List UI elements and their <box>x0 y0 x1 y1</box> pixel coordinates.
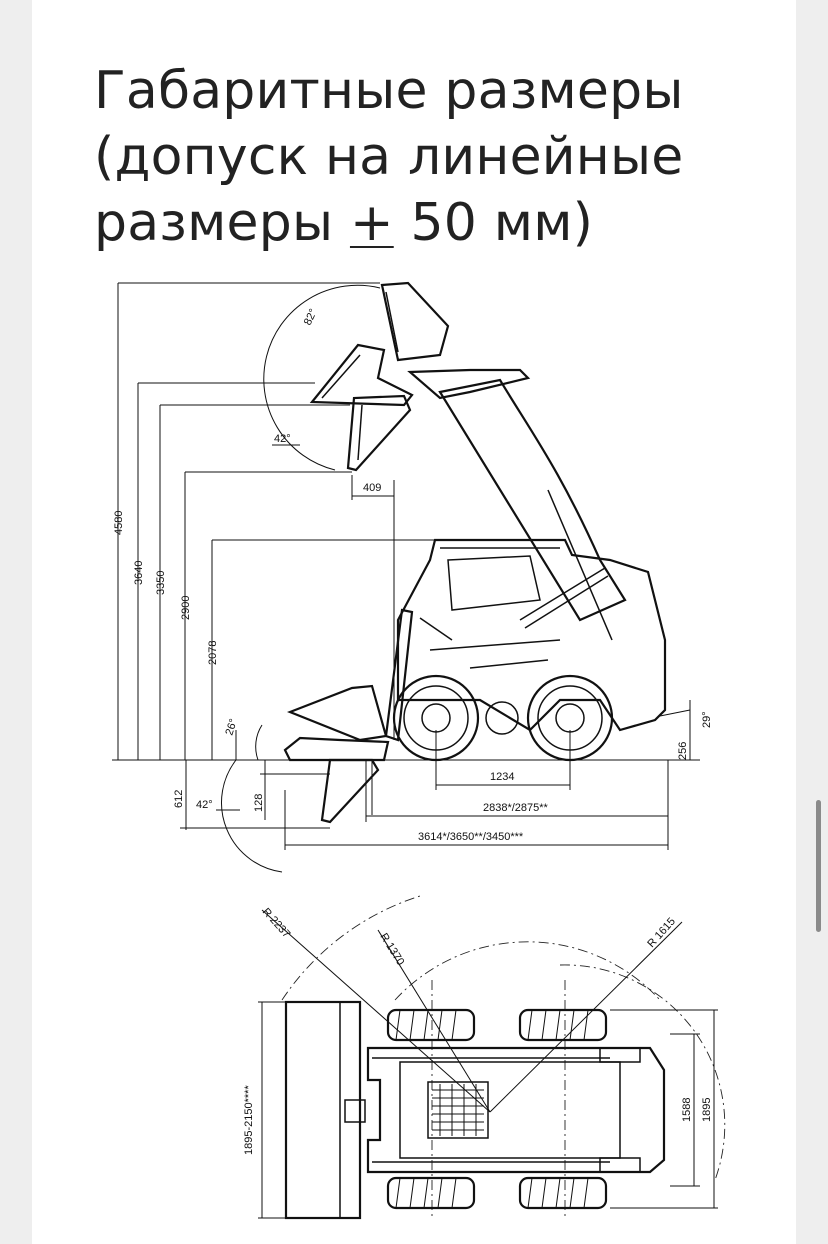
body-top <box>366 1046 666 1174</box>
title-line-1: Габаритные размеры <box>94 61 684 121</box>
tire-front-left <box>386 1008 476 1042</box>
dim-3640: 3640 <box>133 561 145 585</box>
dim-1895: 1895 <box>701 1098 713 1122</box>
title-line-3: размеры + 50 мм) <box>94 193 594 253</box>
tire-rear-right <box>518 1176 608 1210</box>
bucket-top <box>284 1000 362 1220</box>
side-view: 4580 3640 3350 2900 2078 409 82° 42° <box>112 281 713 873</box>
angle-26: 26° <box>223 717 240 737</box>
dim-1234: 1234 <box>490 771 514 783</box>
dim-612: 612 <box>173 790 185 808</box>
plus-minus-sign: + <box>349 193 394 253</box>
angle-82: 82° <box>302 307 320 327</box>
dim-256: 256 <box>677 742 689 760</box>
dim-1588: 1588 <box>681 1098 693 1122</box>
angle-42-top: 42° <box>274 433 291 445</box>
dim-2078: 2078 <box>207 641 219 665</box>
scrollbar-thumb[interactable] <box>816 800 821 932</box>
angle-42-bottom: 42° <box>196 799 213 811</box>
dim-4580: 4580 <box>113 511 125 535</box>
page-title: Габаритные размеры (допуск на линейные р… <box>94 58 684 256</box>
operator-seat <box>427 1081 489 1139</box>
dim-3614-3650-3450: 3614*/3650**/3450*** <box>418 831 524 843</box>
radius-1370: R 1370 <box>377 931 406 967</box>
radius-1615: R 1615 <box>645 916 678 950</box>
radius-2237: R 2237 <box>260 906 293 940</box>
angle-29: 29° <box>701 711 713 728</box>
dim-128: 128 <box>253 794 265 812</box>
title-line-2: (допуск на линейные <box>94 127 684 187</box>
page-sheet <box>32 0 796 1244</box>
dim-409: 409 <box>363 482 381 494</box>
dim-2838-2875: 2838*/2875** <box>483 802 549 814</box>
tire-front-right <box>386 1176 476 1210</box>
dim-3350: 3350 <box>155 571 167 595</box>
dim-2900: 2900 <box>180 596 192 620</box>
dim-1895-2150: 1895-2150**** <box>243 1085 255 1155</box>
tire-rear-left <box>518 1008 608 1042</box>
top-view: R 2237 R 1370 R 1615 1895-2150**** <box>243 895 726 1220</box>
